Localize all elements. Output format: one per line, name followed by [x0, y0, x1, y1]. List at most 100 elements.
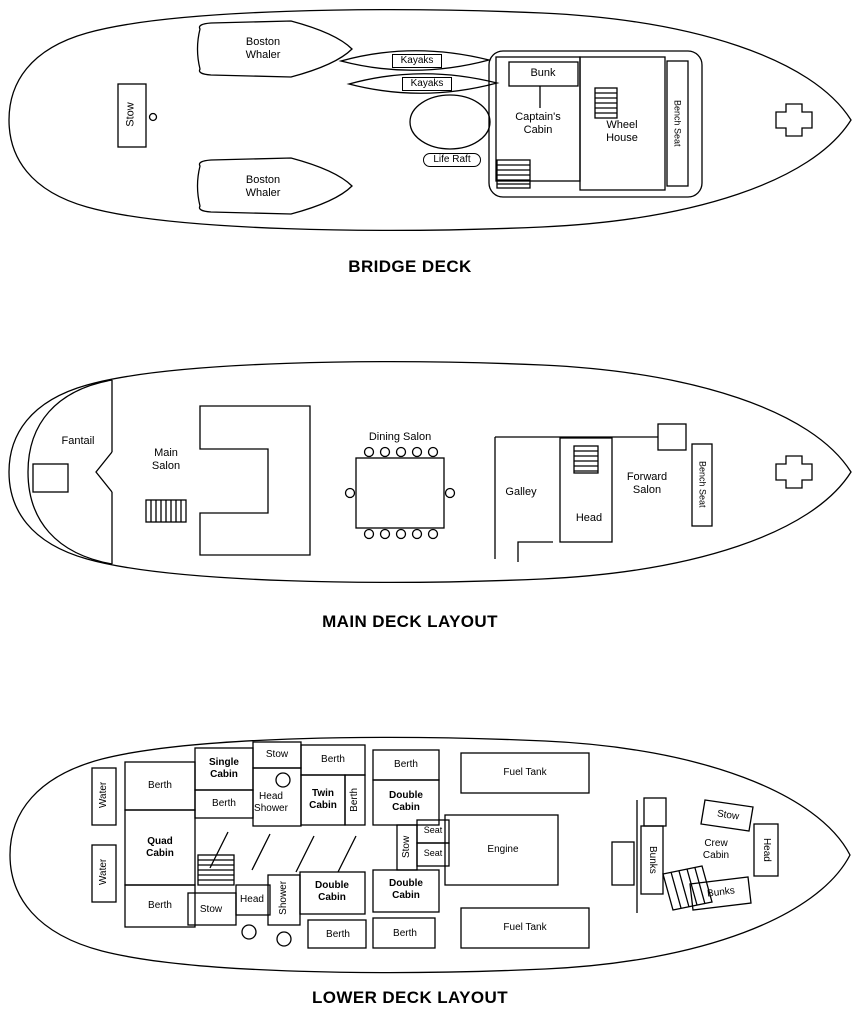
seat-bottom-box — [416, 842, 450, 867]
head-bow-room — [753, 823, 779, 877]
double-cabin-aft-room — [299, 871, 366, 915]
forward-salon-box — [657, 423, 687, 451]
berth-double-fwd-room — [372, 917, 436, 949]
label-dining-salon: Dining Salon — [368, 431, 432, 443]
lower-hull-outline — [9, 736, 851, 974]
lower-deck-title: LOWER DECK LAYOUT — [311, 988, 508, 1007]
deckhouse-outline — [488, 50, 703, 198]
stow-knob — [148, 112, 158, 122]
main-bow-cleat — [775, 455, 813, 489]
label-double-cabin-aft: Double Cabin — [315, 880, 349, 903]
label-kayaks-top: Kayaks — [392, 54, 442, 68]
fantail-inner-curve — [27, 379, 113, 565]
main-hull-outline — [8, 361, 852, 583]
berth-twin-side-room — [344, 774, 366, 826]
label-boston-whaler-top: Boston Whaler — [245, 36, 281, 61]
stow-locker — [117, 83, 147, 148]
main-deck-title: MAIN DECK LAYOUT — [322, 612, 498, 631]
captains-cabin-stairs — [496, 159, 531, 189]
label-berth-double-fwd: Berth — [393, 928, 417, 939]
label-boston-whaler-bottom: Boston Whaler — [245, 174, 281, 199]
dining-chairs — [344, 446, 456, 540]
toilet-2 — [241, 924, 257, 940]
salon-structure — [199, 405, 311, 556]
label-wheel-house: Wheel House — [606, 119, 638, 144]
double-cabin-fwd-bottom-room — [372, 869, 440, 913]
label-double-cabin-fwd-bottom: Double Cabin — [389, 878, 423, 901]
wheel-house-stairs — [594, 87, 618, 119]
toilet-1 — [275, 772, 291, 788]
main-salon-stairs — [145, 499, 187, 523]
bridge-bench-seat-box — [666, 60, 689, 187]
boston-whaler-top-shape — [196, 20, 353, 78]
label-berth-twin-side: Berth — [349, 787, 361, 812]
label-bridge-stow: Stow — [124, 102, 137, 127]
label-berth-double-aft: Berth — [326, 929, 350, 940]
label-fuel-tank-bottom: Fuel Tank — [503, 922, 547, 933]
label-stow-bottom: Stow — [199, 904, 223, 915]
label-berth-double-top: Berth — [394, 759, 418, 770]
label-quad-cabin: Quad Cabin — [146, 836, 174, 859]
stow-bow-room — [700, 799, 754, 832]
head-bottom-room — [235, 884, 271, 916]
engine-room — [444, 814, 559, 886]
label-seat-bottom: Seat — [423, 848, 443, 858]
engine-side-box — [611, 841, 635, 886]
label-berth-twin-top: Berth — [321, 754, 345, 765]
bow-small-box — [643, 797, 667, 827]
label-crew-cabin: Crew Cabin — [702, 838, 730, 861]
label-single-cabin: Single Cabin — [208, 757, 239, 780]
fuel-tank-bottom-room — [460, 907, 590, 949]
label-water-top: Water — [98, 781, 110, 809]
berth-double-aft-room — [307, 919, 367, 949]
kayak-top-shape — [338, 50, 490, 71]
bridge-hull-outline — [8, 9, 852, 231]
label-seat-top: Seat — [423, 825, 443, 835]
label-head-bottom: Head — [240, 894, 264, 905]
label-stow-top: Stow — [265, 749, 289, 760]
dining-table — [355, 457, 445, 529]
lower-stairs — [197, 854, 235, 886]
fantail-locker — [32, 463, 69, 493]
main-deck-drawing — [8, 361, 852, 583]
bunks-stbd-room — [689, 876, 752, 911]
label-berth-aft-bottom: Berth — [148, 900, 172, 911]
galley-counter — [517, 541, 553, 562]
berth-single-room — [194, 789, 254, 819]
fuel-tank-top-room — [460, 752, 590, 794]
label-berth-aft-top: Berth — [148, 780, 172, 791]
label-kayaks-bottom: Kayaks — [402, 77, 452, 91]
label-shower: Shower — [278, 880, 290, 915]
toilet-3 — [276, 931, 292, 947]
kayak-bottom-shape — [346, 73, 498, 94]
label-main-head: Head — [575, 512, 603, 524]
label-life-raft: Life Raft — [423, 153, 481, 167]
label-berth-single: Berth — [212, 798, 236, 809]
bridge-deck-title: BRIDGE DECK — [348, 257, 472, 276]
label-captains-cabin: Captain's Cabin — [515, 111, 561, 136]
water-tank-bottom — [91, 844, 117, 903]
head-stairs — [573, 445, 599, 474]
bunk-box — [508, 61, 579, 87]
label-twin-cabin: Twin Cabin — [309, 788, 337, 811]
head-room — [559, 437, 613, 543]
label-galley: Galley — [505, 486, 537, 498]
main-bench-seat-box — [691, 443, 713, 527]
label-bunks-port: Bunks — [646, 845, 658, 874]
fantail-door — [95, 451, 113, 493]
label-head-shower: Head Shower — [254, 791, 288, 814]
bow-stairs — [662, 865, 713, 911]
label-bridge-bench-seat: Bench Seat — [672, 100, 683, 147]
berth-aft-bottom-room — [124, 884, 196, 928]
label-main-salon: Main Salon — [151, 447, 181, 472]
bridge-deck-drawing — [8, 9, 852, 231]
label-fuel-tank-top: Fuel Tank — [503, 767, 547, 778]
label-main-bench-seat: Bench Seat — [697, 461, 708, 508]
water-tank-top — [91, 767, 117, 826]
label-double-cabin-fwd-top: Double Cabin — [389, 790, 423, 813]
wheel-house-room — [579, 56, 666, 191]
deck-table-oval — [409, 94, 491, 150]
corridor-hatch — [209, 831, 357, 873]
